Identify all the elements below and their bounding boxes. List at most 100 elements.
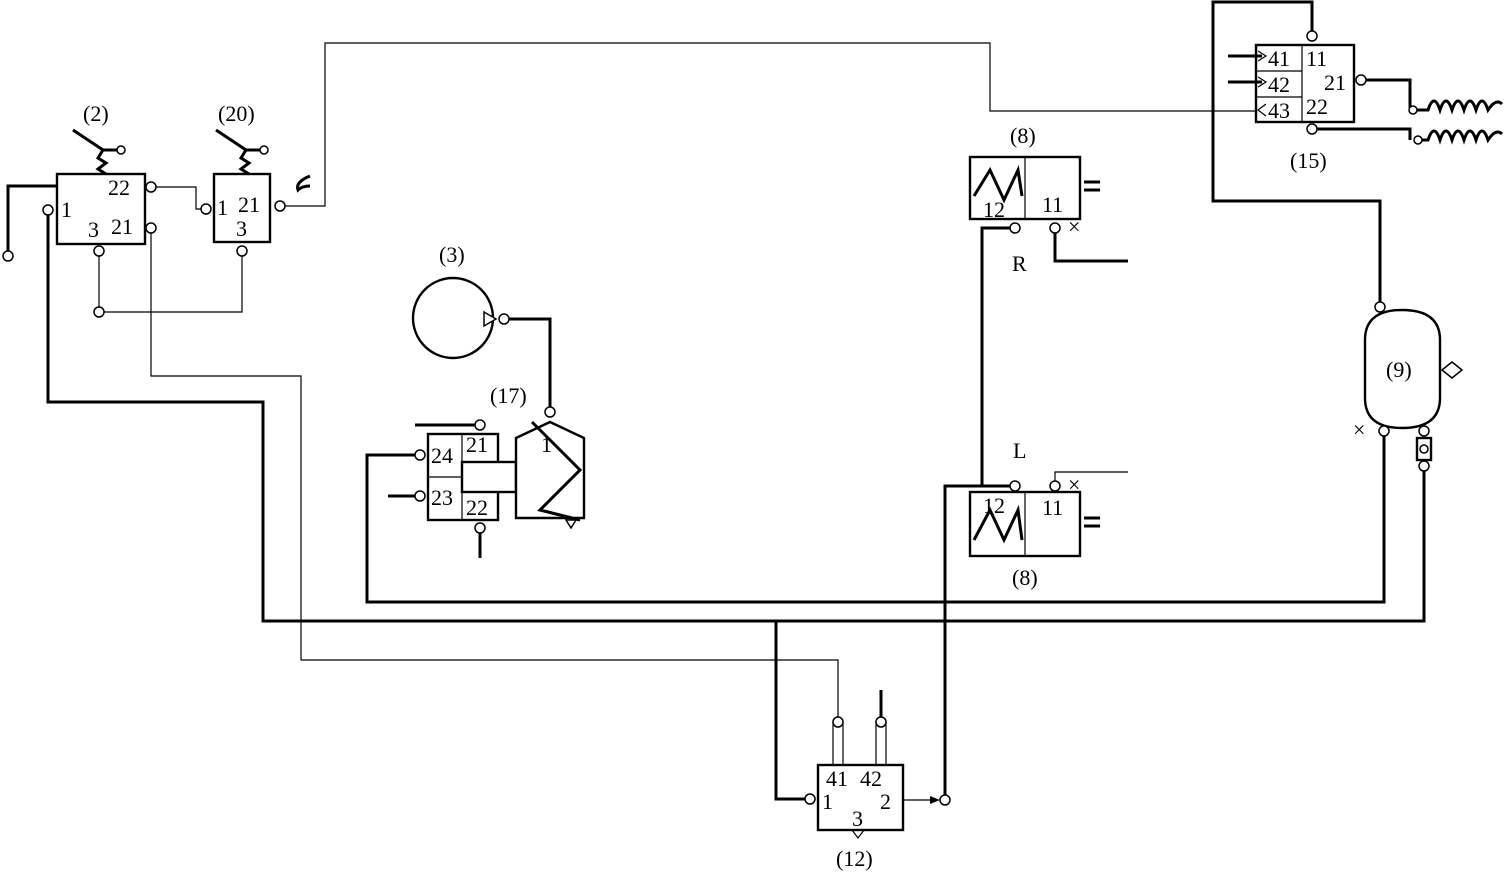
port-label: 42 <box>1268 72 1290 97</box>
arrow-icon <box>1257 103 1267 117</box>
spring-icon <box>972 504 1024 544</box>
pipe-2-22-to-20-1 <box>151 186 206 210</box>
port-label: 11 <box>1042 495 1063 520</box>
port-circle <box>93 245 105 257</box>
port-circle <box>145 181 157 193</box>
stub <box>1366 78 1412 108</box>
pipe-network <box>6 0 1426 801</box>
stub <box>1053 233 1128 263</box>
pipe-12-to-8 <box>943 484 1015 800</box>
port-circle <box>474 522 486 534</box>
pipe-8L-to-8R <box>980 226 1015 486</box>
actuator-spring-icon <box>530 420 583 522</box>
port-label: 12 <box>983 197 1005 222</box>
tag-3: (3) <box>439 242 465 267</box>
pipe-17-to-9 <box>365 432 1386 604</box>
cross-icon: × <box>1353 417 1365 442</box>
port-circle <box>1419 444 1429 454</box>
cross-icon: × <box>1068 214 1080 239</box>
port-circle <box>875 716 887 728</box>
coil-icon <box>1417 99 1504 115</box>
reservoir-9-icon <box>1363 308 1442 430</box>
port-circle <box>236 245 248 257</box>
port-label: 11 <box>1306 46 1327 71</box>
valve-17-link <box>460 460 518 494</box>
port-circle <box>414 490 426 502</box>
port-circle <box>1049 480 1061 492</box>
component-8-top: (8) 12 11 R × <box>968 123 1128 276</box>
side-label: L <box>1013 438 1026 463</box>
port-circle <box>42 204 54 216</box>
port-circle <box>1418 425 1430 437</box>
exhaust-icon <box>296 174 311 193</box>
port-circle <box>1306 30 1318 42</box>
port-circle <box>832 716 844 728</box>
pipe-2-3-to-20-3 <box>98 251 243 313</box>
pipe-15-to-9 <box>1211 0 1382 305</box>
pipe-3-to-17 <box>504 317 552 412</box>
valve-20-knob <box>259 145 269 155</box>
port-label: 21 <box>466 432 488 457</box>
pipe-2-to-12 <box>150 228 839 718</box>
port-label: 21 <box>111 214 133 239</box>
exhaust-icon <box>851 829 865 839</box>
port-circle <box>1378 425 1390 437</box>
port-circle <box>1009 222 1021 234</box>
port-circle <box>804 793 816 805</box>
port-circle <box>1009 480 1021 492</box>
port-circle <box>939 794 951 806</box>
component-12: 41 42 1 2 3 (12) <box>804 690 951 871</box>
port-label: 24 <box>431 443 453 468</box>
port-label: 22 <box>1306 94 1328 119</box>
port-label: 43 <box>1268 98 1290 123</box>
port-label: 1 <box>541 432 552 457</box>
spring-icon <box>972 164 1024 204</box>
arrow-icon <box>564 519 578 530</box>
cross-icon: × <box>1068 472 1080 497</box>
tag-20: (20) <box>218 101 255 126</box>
port-label: 3 <box>852 806 863 831</box>
component-9: (9) × <box>1353 301 1464 472</box>
actuator-17-icon <box>514 420 586 520</box>
stub <box>1317 127 1412 140</box>
port-circle <box>2 250 14 262</box>
port-label: 22 <box>108 175 130 200</box>
port-circle <box>145 222 157 234</box>
drain-valve-icon <box>1440 361 1464 379</box>
tag-12: (12) <box>836 846 873 871</box>
arrow-icon <box>1257 76 1268 88</box>
port-label: 21 <box>238 192 260 217</box>
arrow-icon <box>1257 50 1268 62</box>
component-3: (3) <box>411 242 510 360</box>
valve-2-body <box>55 172 147 246</box>
tag-8-top: (8) <box>1010 123 1036 148</box>
stub <box>1054 471 1128 481</box>
port-circle <box>414 449 426 461</box>
port-circle <box>1374 301 1386 313</box>
port-label: 41 <box>826 766 848 791</box>
port-circle <box>200 203 212 215</box>
port-label: 22 <box>466 495 488 520</box>
component-15: 41 42 43 11 21 22 (15) <box>1228 30 1504 173</box>
port-circle <box>1418 460 1430 472</box>
port-circle <box>93 306 105 318</box>
port-label: 1 <box>822 789 833 814</box>
component-2: (2) 1 22 3 21 <box>2 101 157 318</box>
port-label: 12 <box>983 493 1005 518</box>
port-circle <box>498 313 510 325</box>
port-circle <box>1408 105 1418 115</box>
pipe-branch-12 <box>774 621 810 801</box>
valve-20-body <box>212 172 272 244</box>
port-label: 2 <box>880 789 891 814</box>
valve-2-knob <box>116 145 126 155</box>
side-label: R <box>1012 251 1027 276</box>
pipe-main-supply <box>46 210 1426 623</box>
port-label: 21 <box>1324 70 1346 95</box>
component-8-bottom: L 12 11 (8) × <box>968 438 1128 590</box>
port-label: 42 <box>860 766 882 791</box>
tag-17: (17) <box>490 383 527 408</box>
port-circle <box>274 200 286 212</box>
valve-12-body <box>816 763 905 832</box>
port-label: 41 <box>1268 46 1290 71</box>
port-circle <box>544 406 556 418</box>
